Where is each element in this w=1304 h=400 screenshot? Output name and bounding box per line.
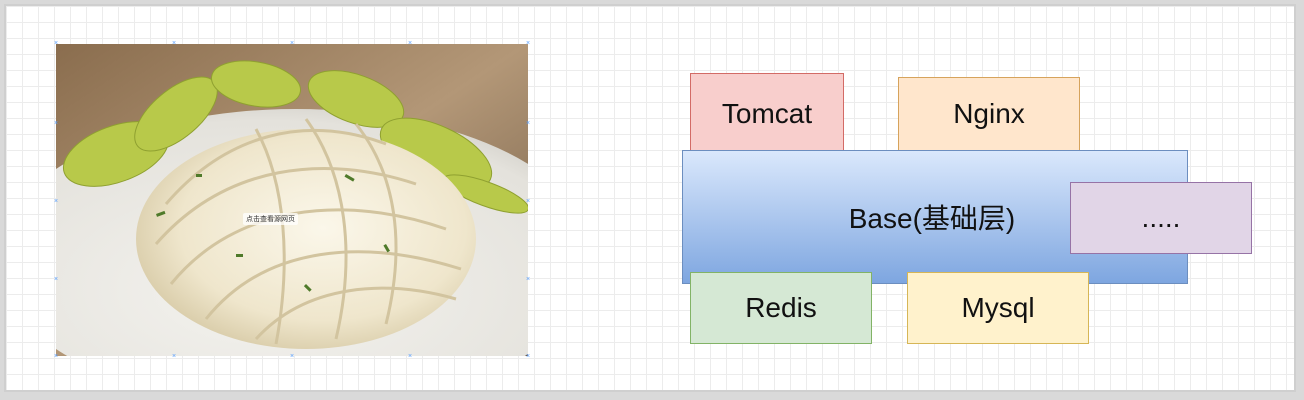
- resize-handle-bottom-left[interactable]: ×: [54, 353, 59, 360]
- mysql-label: Mysql: [961, 292, 1035, 323]
- redis-label: Redis: [745, 292, 817, 323]
- resize-handle-right[interactable]: ×: [526, 120, 531, 127]
- resize-handle-top[interactable]: ×: [408, 40, 413, 47]
- image-source-tooltip: 点击查看源网页: [243, 213, 298, 225]
- resize-handle-top[interactable]: ×: [172, 40, 177, 47]
- nginx-node[interactable]: Nginx: [898, 77, 1080, 151]
- resize-handle-bottom[interactable]: ×: [408, 353, 413, 360]
- redis-node[interactable]: Redis: [690, 272, 872, 344]
- tomcat-node[interactable]: Tomcat: [690, 73, 844, 155]
- resize-handle-left[interactable]: ×: [54, 276, 59, 283]
- resize-handle-right[interactable]: ×: [526, 198, 531, 205]
- resize-handle-left[interactable]: ×: [54, 120, 59, 127]
- steamed-bun-image[interactable]: [56, 44, 528, 356]
- base-layer-label: Base(基础层): [848, 203, 1016, 234]
- mysql-node[interactable]: Mysql: [907, 272, 1089, 344]
- resize-handle-top-left[interactable]: ×: [54, 40, 59, 47]
- resize-handle-top[interactable]: ×: [290, 40, 295, 47]
- nginx-label: Nginx: [953, 98, 1025, 129]
- steamed-bun-illustration: [56, 44, 528, 356]
- resize-handle-top-right[interactable]: ×: [526, 40, 531, 47]
- resize-handle-bottom[interactable]: ×: [290, 353, 295, 360]
- tomcat-label: Tomcat: [721, 98, 813, 129]
- resize-handle-bottom-right[interactable]: ×: [526, 353, 531, 360]
- resize-handle-left[interactable]: ×: [54, 198, 59, 205]
- base-layer-node[interactable]: Base(基础层): [682, 150, 1188, 284]
- resize-handle-right[interactable]: ×: [526, 276, 531, 283]
- more-label: .....: [1141, 202, 1181, 233]
- resize-handle-bottom[interactable]: ×: [172, 353, 177, 360]
- more-node[interactable]: .....: [1070, 182, 1252, 254]
